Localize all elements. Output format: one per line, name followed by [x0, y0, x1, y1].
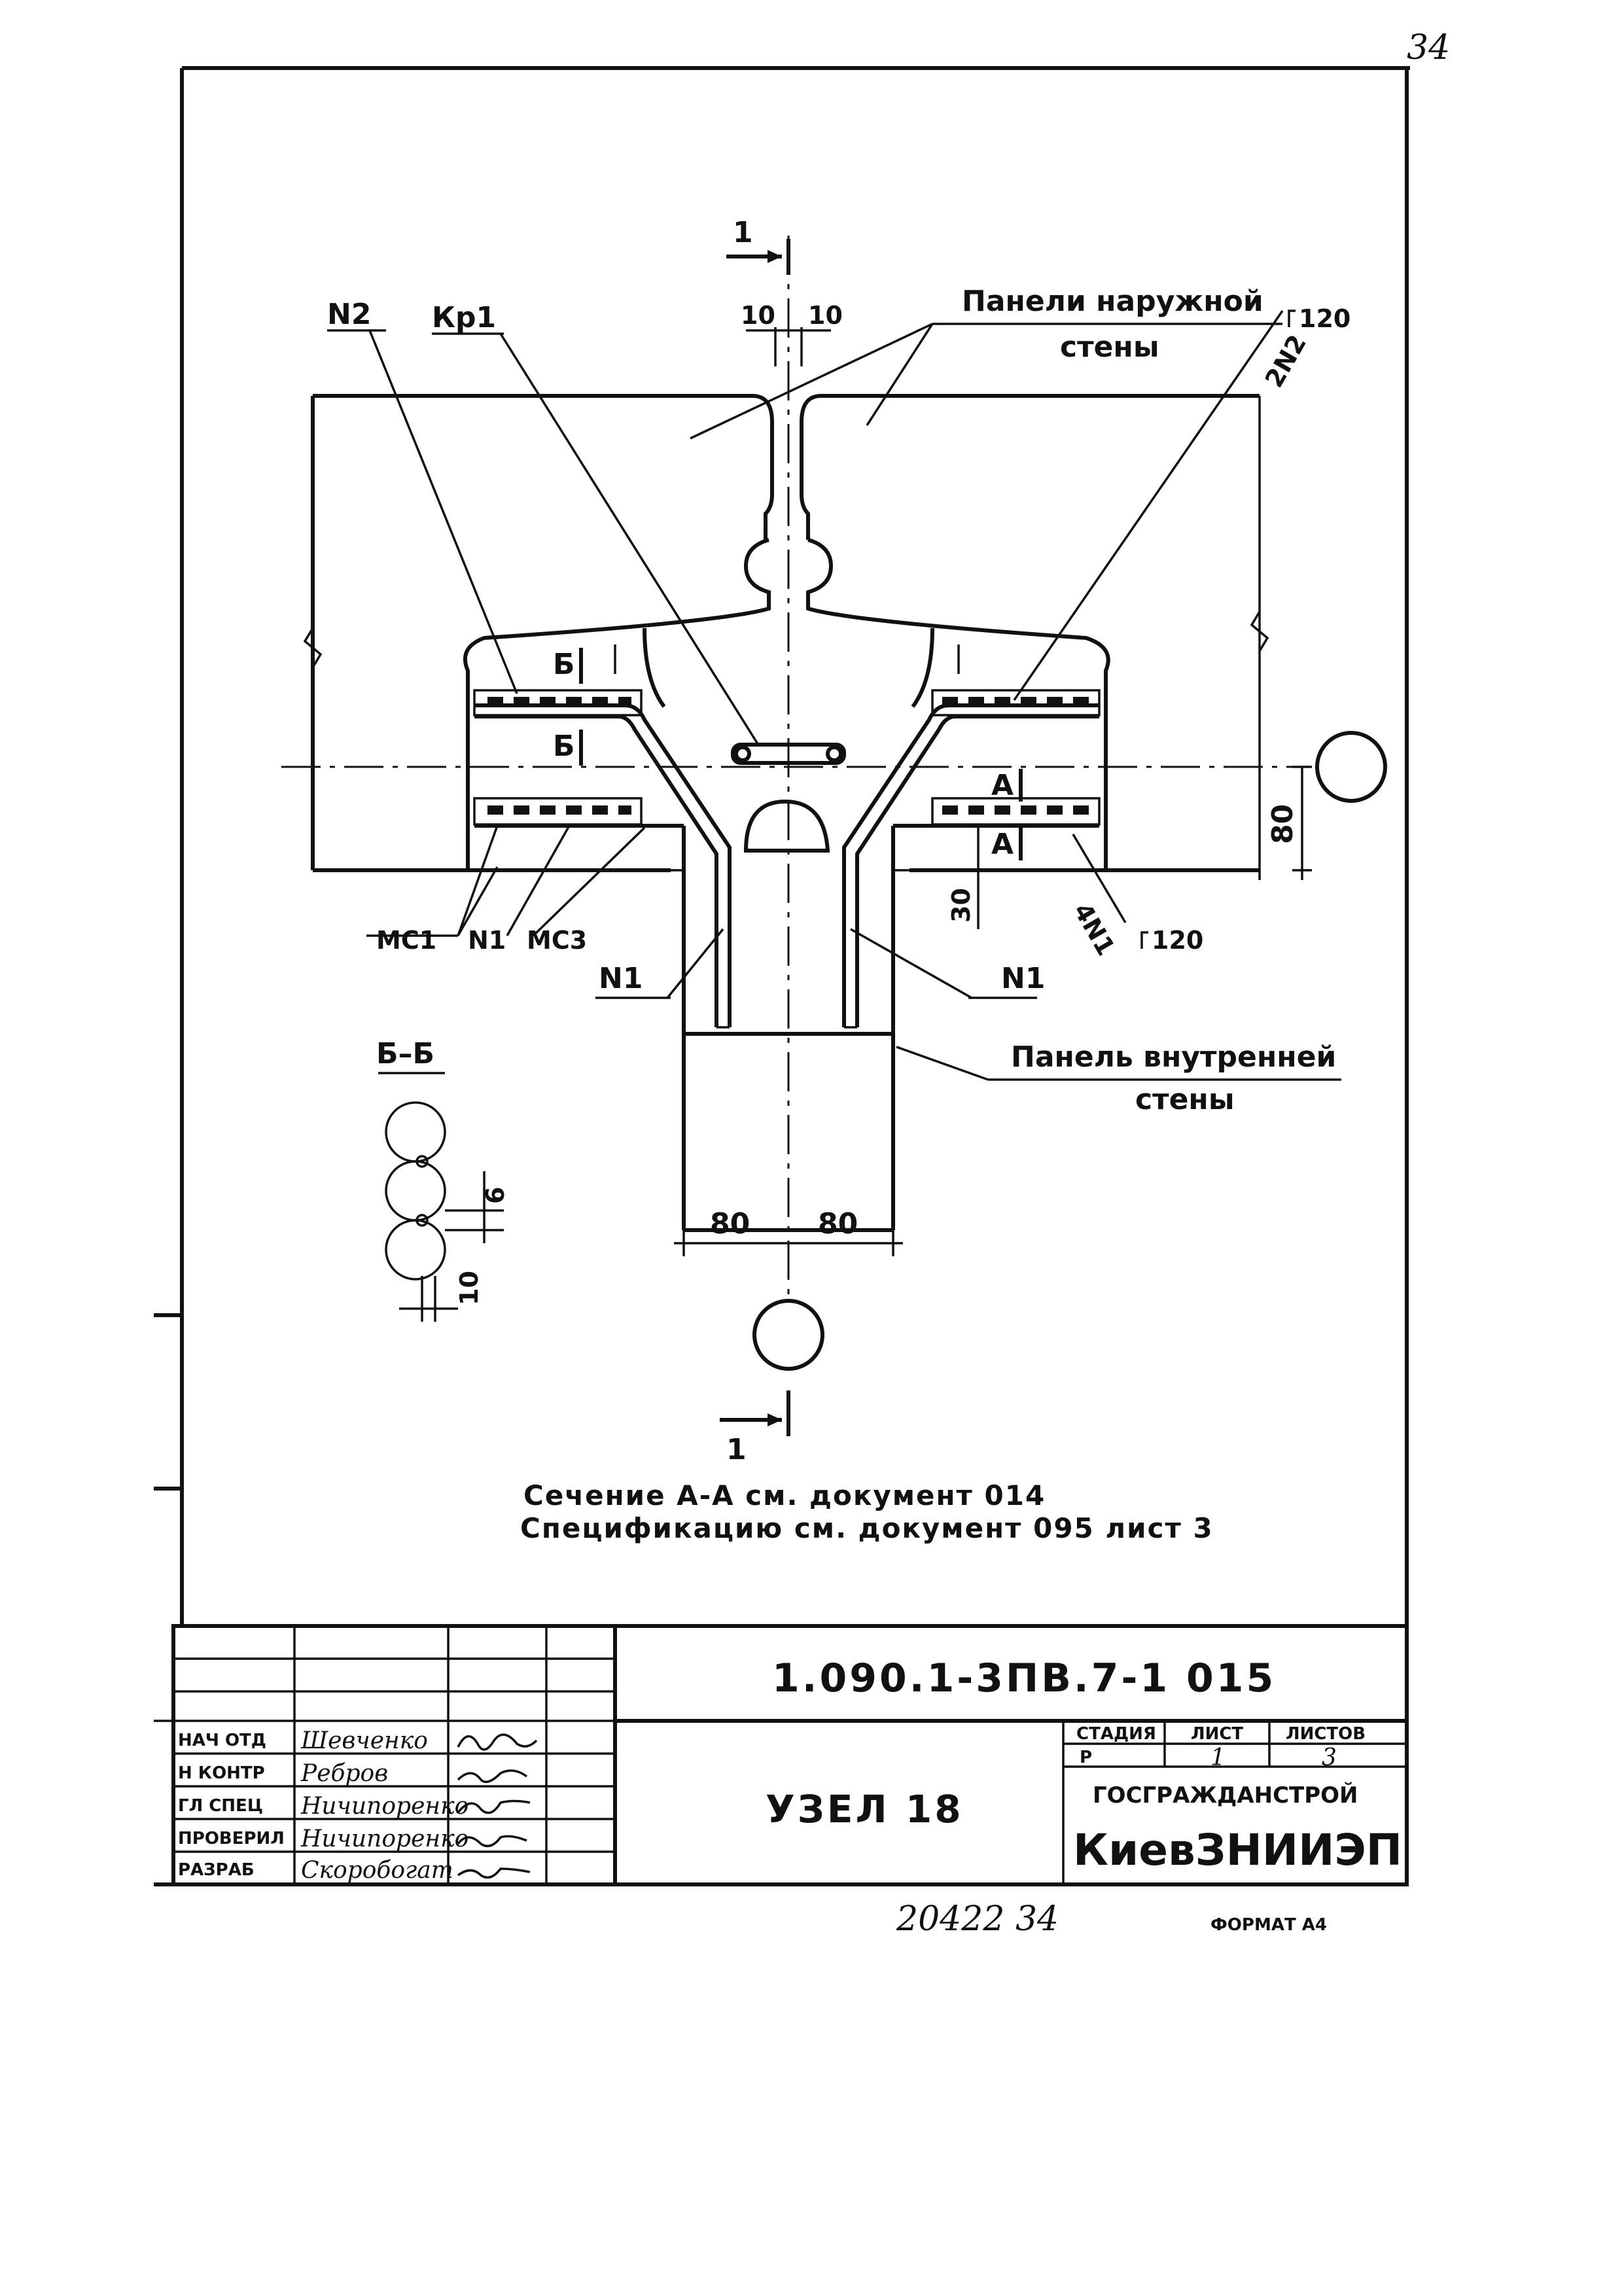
label-outer-panels-line1: Панели наружной [962, 285, 1263, 318]
section-b-b: Б–Б 6 10 [376, 1037, 510, 1322]
section-1-top-label: 1 [733, 216, 753, 249]
axis-bubble-bottom [752, 1299, 824, 1371]
inventory-number: 20422 34 [896, 1899, 1059, 1939]
axis-bubble-right [1315, 731, 1387, 803]
joint-concrete [463, 602, 1110, 870]
dim-30: 30 [947, 888, 976, 923]
dim-10-left: 10 [741, 301, 775, 330]
org-line-2: КиевЗНИИЭП [1073, 1825, 1402, 1875]
bb-title: Б–Б [376, 1037, 434, 1070]
label-n1-right: N1 [1001, 962, 1045, 995]
label-4n1-len: 120 [1152, 926, 1203, 955]
vertical-dimensions: 80 30 [947, 766, 1312, 929]
role-1: НАЧ ОТД [178, 1731, 266, 1750]
top-dimension-10-10: 10 10 [741, 301, 843, 366]
bb-dim-6: 6 [481, 1187, 510, 1204]
label-2n2: 2N2 [1260, 330, 1312, 392]
node-drawing: 1 1 10 10 80 30 [281, 216, 1387, 1466]
label-inner-panel-line2: стены [1135, 1083, 1235, 1116]
role-3: ГЛ СПЕЦ [178, 1796, 263, 1816]
section-markers: Б Б А А [553, 648, 1023, 861]
sheet-header: ЛИСТ [1191, 1724, 1243, 1744]
bottom-dimension-80-80: 80 80 [674, 1207, 903, 1256]
dim-80-right: 80 [818, 1207, 858, 1241]
label-n2-top: N2 [327, 298, 371, 331]
format-label: ФОРМАТ А4 [1210, 1915, 1327, 1935]
section-b-lower: Б [553, 730, 575, 763]
section-a-upper: А [991, 769, 1014, 802]
callouts: N2 Кр1 Панели наружной стены 2N2 120 МС1… [327, 285, 1350, 1116]
label-2n2-len: 120 [1299, 304, 1350, 333]
sheet-frame [154, 66, 1410, 1886]
org-line-1: ГОСГРАЖДАНСТРОЙ [1093, 1782, 1358, 1809]
outer-wall-panels [311, 394, 1260, 872]
label-outer-panels-line2: стены [1060, 330, 1159, 364]
section-b-upper: Б [553, 648, 575, 681]
loop-rebars-n1 [474, 703, 1099, 1029]
signatures [457, 1733, 538, 1879]
name-5: Скоробогат [301, 1857, 453, 1884]
note-line-1: Сечение А-А см. документ 014 [523, 1479, 1046, 1511]
sheet-value: 1 [1210, 1744, 1226, 1771]
section-a-lower: А [991, 828, 1014, 861]
stage-value: Р [1080, 1748, 1092, 1767]
dim-80-left: 80 [710, 1207, 750, 1241]
stage-header: СТАДИЯ [1076, 1724, 1156, 1744]
label-mc3: МС3 [527, 926, 587, 955]
inner-wall-panel [671, 826, 909, 1232]
dim-80-vertical: 80 [1266, 804, 1299, 844]
drawing-code: 1.090.1-3ПВ.7-1 015 [772, 1655, 1276, 1701]
label-mc1: МС1 [376, 926, 436, 955]
notes: Сечение А-А см. документ 014 Спецификаци… [520, 1479, 1214, 1544]
name-2: Ребров [300, 1760, 388, 1787]
bb-dim-10: 10 [455, 1271, 484, 1305]
sheets-header: ЛИСТОВ [1286, 1724, 1366, 1744]
role-4: ПРОВЕРИЛ [178, 1829, 285, 1848]
name-1: Шевченко [300, 1727, 428, 1754]
drawing-title: УЗЕЛ 18 [766, 1787, 964, 1831]
title-block: НАЧ ОТД Н КОНТР ГЛ СПЕЦ ПРОВЕРИЛ РАЗРАБ … [154, 1624, 1409, 1886]
name-3: Ничипоренко [300, 1793, 468, 1820]
note-line-2: Спецификацию см. документ 095 лист 3 [520, 1512, 1214, 1544]
name-4: Ничипоренко [300, 1826, 468, 1852]
label-inner-panel-line1: Панель внутренней [1011, 1040, 1336, 1074]
dim-10-right: 10 [808, 301, 843, 330]
label-n1-bottom: N1 [468, 926, 506, 955]
label-n1-left: N1 [599, 962, 643, 995]
sheet-corner-number: 34 [1407, 28, 1450, 67]
section-mark-1-1: 1 1 [720, 216, 790, 1466]
label-kp1: Кр1 [432, 301, 496, 334]
label-4n1: 4N1 [1068, 898, 1120, 961]
role-2: Н КОНТР [178, 1763, 265, 1783]
rebar-rows [473, 689, 1101, 828]
section-1-bottom-label: 1 [726, 1433, 747, 1466]
role-5: РАЗРАБ [178, 1860, 255, 1880]
sheets-value: 3 [1322, 1744, 1337, 1771]
